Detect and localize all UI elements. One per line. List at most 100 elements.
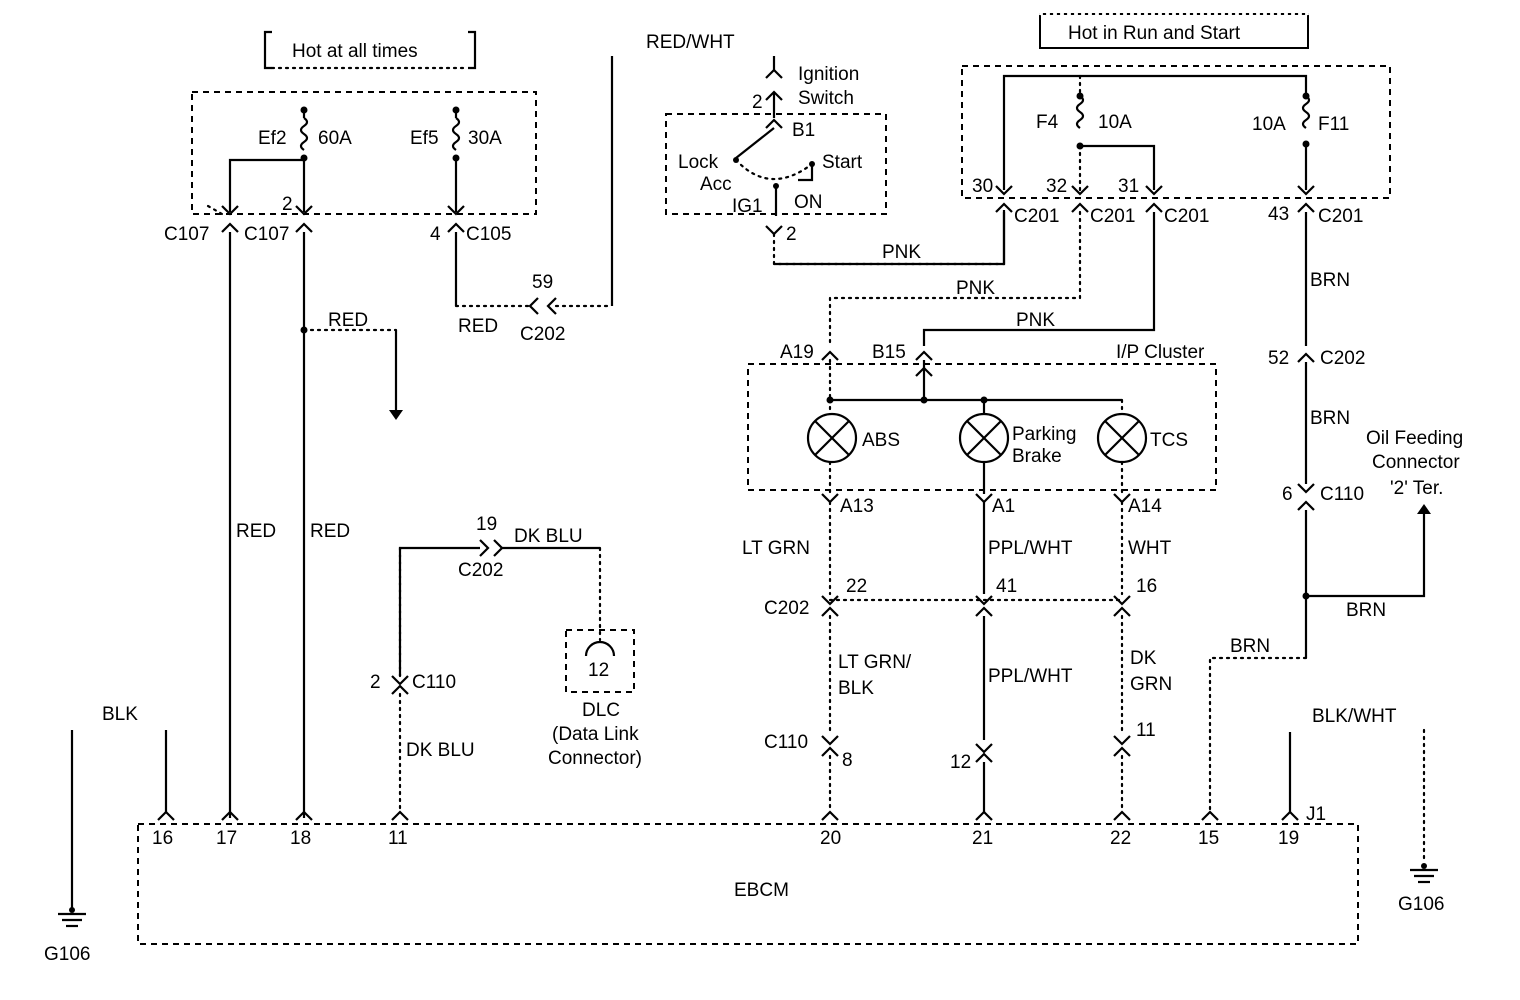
dk-blu-label-1: DK BLU: [514, 526, 583, 547]
brn-label-3: BRN: [1346, 600, 1386, 621]
dlc-label-2: (Data Link: [552, 724, 639, 745]
lt-grn-blk-label-2: BLK: [838, 678, 874, 699]
pin-30: 30: [972, 176, 993, 197]
fuse-f11: 10A F11: [1252, 92, 1349, 148]
pin-19-c202: 19: [476, 514, 497, 535]
parking-label-1: Parking: [1012, 424, 1076, 445]
c201-label-d: C201: [1318, 206, 1363, 227]
tcs-label: TCS: [1150, 430, 1188, 451]
ef5-amp-label: 30A: [468, 128, 502, 149]
fuse-f4: F4 10A: [1036, 95, 1132, 150]
dlc-label-1: DLC: [582, 700, 620, 721]
pin-19: 19: [1278, 828, 1299, 849]
ebcm-box: [137, 823, 1359, 945]
pin-2-c110: 2: [370, 672, 381, 693]
pin-52: 52: [1268, 348, 1289, 369]
lock-label: Lock: [678, 152, 719, 173]
ppl-wht-label-2: PPL/WHT: [988, 666, 1073, 687]
red-wht-top-label: RED/WHT: [646, 32, 735, 53]
hot-all-times-box: Hot at all times: [263, 30, 477, 70]
pin-17: 17: [216, 828, 237, 849]
pin-12-c110: 12: [950, 752, 971, 773]
c110-dlc-label: C110: [412, 672, 456, 693]
ebcm-pin-chevrons: [157, 810, 1299, 821]
on-label: ON: [794, 192, 823, 213]
b15-label: B15: [872, 342, 906, 363]
ef5-label: Ef5: [410, 128, 439, 149]
blk-wht-label: BLK/WHT: [1312, 706, 1397, 727]
f11-label: F11: [1318, 114, 1349, 135]
fuse-ef5: Ef5 30A: [410, 106, 502, 162]
c201-label-b: C201: [1090, 206, 1135, 227]
pin-2-c107: 2: [282, 194, 293, 215]
pin-22: 22: [1110, 828, 1131, 849]
dlc-label-3: Connector): [548, 748, 642, 769]
pin-43: 43: [1268, 204, 1289, 225]
a19-label: A19: [780, 342, 814, 363]
abs-lamp-icon: [806, 412, 858, 464]
ef2-amp-label: 60A: [318, 128, 352, 149]
parking-brake-lamp-icon: [958, 412, 1010, 464]
fuse-box-left: [191, 91, 537, 215]
pin-15: 15: [1198, 828, 1219, 849]
a14-label: A14: [1128, 496, 1162, 517]
blk-label: BLK: [102, 704, 138, 725]
brn-label-1: BRN: [1310, 270, 1350, 291]
c202-dlc-label: C202: [458, 560, 503, 581]
ground-left-icon: [58, 907, 86, 928]
f4-label: F4: [1036, 112, 1059, 133]
lt-grn-label: LT GRN: [742, 538, 810, 559]
hot-all-times-label: Hot at all times: [292, 41, 418, 62]
brn-label-2: BRN: [1310, 408, 1350, 429]
wire-bus-top: [1002, 74, 1308, 190]
pin-20: 20: [820, 828, 841, 849]
wire-pnk-a19: [828, 210, 1082, 348]
fuse-box-right: [961, 65, 1391, 199]
oil-label-3: '2' Ter.: [1390, 478, 1443, 499]
dk-grn-label-1: DK: [1130, 648, 1157, 669]
oil-label-1: Oil Feeding: [1366, 428, 1463, 449]
pin-2-switch-bottom: 2: [786, 224, 797, 245]
switch-label: Switch: [798, 88, 854, 109]
oil-label-2: Connector: [1372, 452, 1460, 473]
c105-label: C105: [466, 224, 511, 245]
red-branch-label: RED: [328, 310, 368, 331]
c202-mid-label: C202: [764, 598, 809, 619]
c202-brn-label: C202: [1320, 348, 1365, 369]
a1-label: A1: [992, 496, 1015, 517]
ignition-label: Ignition: [798, 64, 859, 85]
pin-11-c110: 11: [1136, 720, 1156, 741]
red-c202-label: RED: [458, 316, 498, 337]
c110-brn-label: C110: [1320, 484, 1364, 505]
pin-6: 6: [1282, 484, 1293, 505]
dlc-pin-label: 12: [588, 660, 609, 681]
pin-11: 11: [388, 828, 408, 849]
c202-top-label: C202: [520, 324, 565, 345]
brn-label-4: BRN: [1230, 636, 1270, 657]
wire-ef2-branch: [228, 158, 304, 212]
pin-41: 41: [996, 576, 1017, 597]
pin-18: 18: [290, 828, 311, 849]
pin-4-c105: 4: [430, 224, 441, 245]
pin-2-switch: 2: [752, 92, 763, 113]
pin-32: 32: [1046, 176, 1067, 197]
j1-label: J1: [1306, 804, 1326, 825]
c201-label-a: C201: [1014, 206, 1059, 227]
ip-cluster-box: [747, 363, 1217, 491]
pin-16: 16: [152, 828, 173, 849]
ip-cluster-label: I/P Cluster: [1116, 342, 1205, 363]
start-label: Start: [822, 152, 863, 173]
f4-amp-label: 10A: [1098, 112, 1132, 133]
f11-amp-label: 10A: [1252, 114, 1286, 135]
wht-label: WHT: [1128, 538, 1172, 559]
dk-grn-label-2: GRN: [1130, 674, 1172, 695]
hot-run-start-box: Hot in Run and Start: [1038, 12, 1310, 49]
ground-right-icon: [1410, 863, 1438, 884]
hot-run-start-label: Hot in Run and Start: [1068, 23, 1241, 44]
pin-59: 59: [532, 272, 553, 293]
c107-label-b: C107: [244, 224, 289, 245]
ef2-label: Ef2: [258, 128, 287, 149]
wire-pnk-b15: [922, 212, 1156, 346]
g106-right-label: G106: [1398, 894, 1444, 915]
dlc-box: [565, 629, 635, 693]
